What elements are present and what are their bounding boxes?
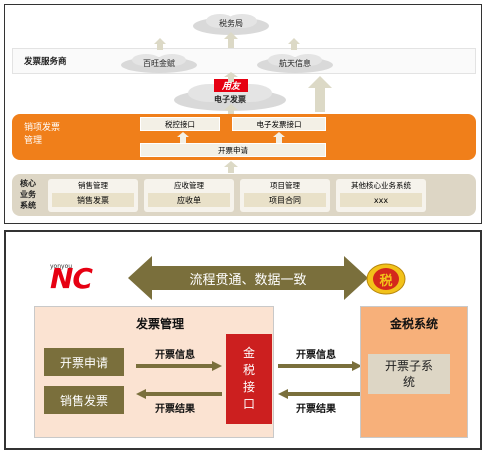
module-sales: 销售管理 销售发票 [48,179,138,212]
yonyou-logo: 用友 [214,79,248,92]
arrow-up-icon [224,32,238,48]
arrow-up-icon [224,161,238,173]
issue-result-right-label: 开票结果 [296,404,336,415]
nc-logo: NC [50,262,93,295]
tax-bureau-cloud [193,14,269,35]
module-receivable: 应收管理 应收单 [144,179,234,212]
module-title: 其他核心业务系统 [351,181,411,190]
arrow-left-icon [278,389,362,399]
bottom-diagram-frame [4,230,482,450]
yonyou-small-text: yonyou [50,263,73,270]
issue-subsystem-box: 开票子系 统 [368,354,450,394]
gold-tax-system-title: 金税系统 [389,316,438,331]
arrow-right-icon [278,361,362,371]
module-item: 销售发票 [52,193,134,207]
issue-request-bar: 开票申请 [140,143,326,157]
provider-band [12,48,476,74]
invoice-management-title: 发票管理 [135,316,184,331]
module-other: 其他核心业务系统 xxx [336,179,426,212]
tax-bureau-label: 税务局 [219,18,243,28]
arrow-up-icon [273,132,285,143]
arrow-up-icon [154,38,166,50]
module-item: 项目合同 [244,193,326,207]
arrow-up-icon [224,104,238,116]
banner-text: 流程贯通、数据一致 [189,272,307,288]
arrow-up-icon [177,132,189,143]
gold-tax-interface: 金 税 接 口 [226,334,272,424]
issue-request-box: 开票申请 [44,348,124,376]
arrow-right-icon [136,361,222,371]
sales-invoice-box: 销售发票 [44,386,124,414]
issue-info-right-label: 开票信息 [296,350,336,361]
module-item: xxx [340,193,422,207]
issue-result-left-label: 开票结果 [155,404,195,415]
module-item: 应收单 [148,193,230,207]
module-title: 销售管理 [78,181,108,190]
double-arrow-banner [128,256,368,300]
hangtian-label: 航天信息 [279,58,311,68]
e-invoice-interface: 电子发票接口 [232,117,326,131]
baiwang-label: 百旺金赋 [143,58,175,68]
arrow-up-icon [308,76,332,112]
module-title: 应收管理 [174,181,204,190]
sales-invoice-label: 销项发票 管理 [24,123,61,146]
tax-emblem-label: 税 [379,273,393,289]
arrow-up-icon [224,72,238,82]
arrow-left-icon [136,389,222,399]
e-invoice-label: 电子发票 [214,94,246,104]
hangtian-cloud [257,54,333,73]
baiwang-cloud [121,54,197,73]
module-title: 项目管理 [270,181,300,190]
issue-info-left-label: 开票信息 [155,350,195,361]
tax-control-interface: 税控接口 [140,117,220,131]
provider-label: 发票服务商 [24,57,67,67]
tax-emblem-icon [366,263,406,295]
module-project: 项目管理 项目合同 [240,179,330,212]
core-business-label: 核心 业务 系统 [20,179,36,210]
arrow-up-icon [288,38,300,50]
